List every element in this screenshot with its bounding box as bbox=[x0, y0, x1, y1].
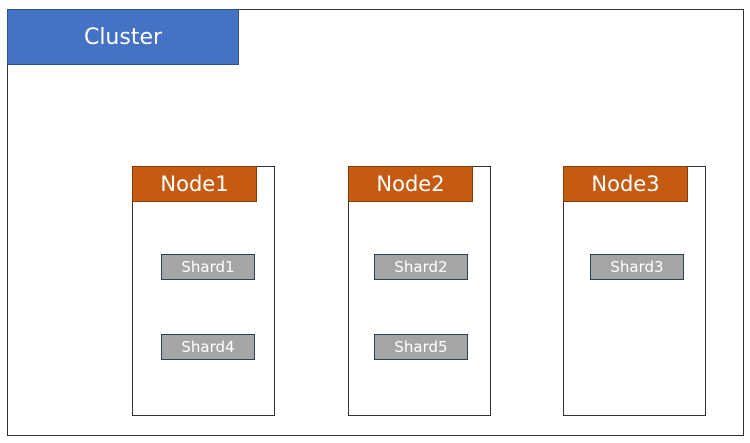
cluster-label: Cluster bbox=[7, 9, 239, 65]
shard-2-box: Shard2 bbox=[374, 254, 468, 280]
node-1-label: Node1 bbox=[132, 166, 257, 202]
shard-3-box: Shard3 bbox=[590, 254, 684, 280]
node-3-label: Node3 bbox=[563, 166, 688, 202]
node-1-box: Node1 Shard1 Shard4 bbox=[132, 166, 275, 416]
shard-5-box: Shard5 bbox=[374, 334, 468, 360]
shard-4-box: Shard4 bbox=[161, 334, 255, 360]
node-2-label: Node2 bbox=[348, 166, 473, 202]
node-2-box: Node2 Shard2 Shard5 bbox=[348, 166, 491, 416]
node-3-box: Node3 Shard3 bbox=[563, 166, 706, 416]
shard-1-box: Shard1 bbox=[161, 254, 255, 280]
